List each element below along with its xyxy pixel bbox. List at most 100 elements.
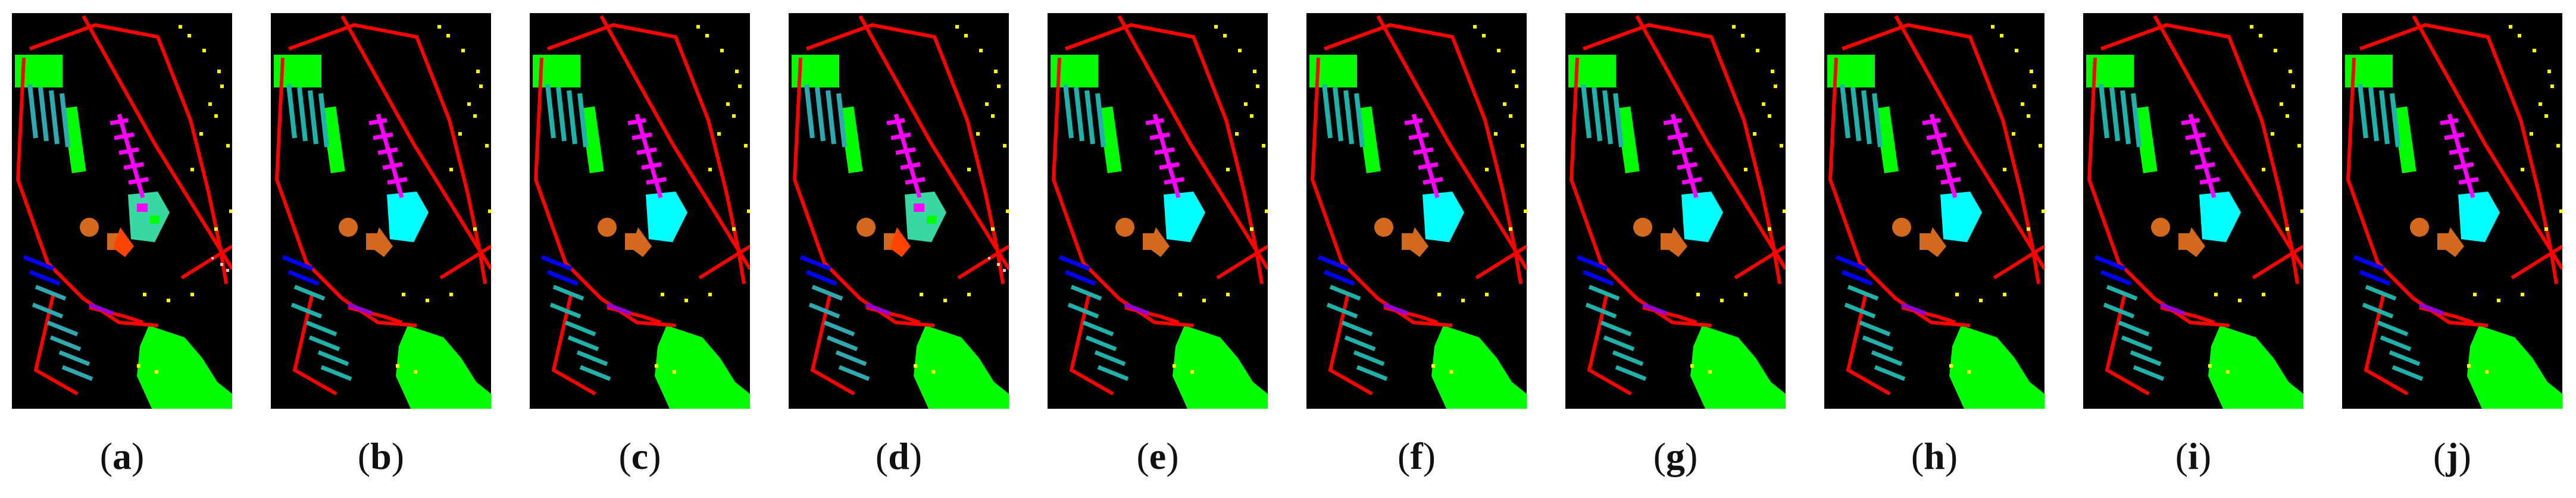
metal-sheets [2181,114,2220,198]
meadows-region [1690,325,1786,409]
metal-sheets [1145,114,1184,198]
trees-and-asphalt [282,84,373,381]
meadows-region [396,325,491,409]
classification-map-b [271,13,491,409]
meadows-strip [1098,106,1122,174]
bare-soil-block [387,192,429,242]
roads [2087,15,2303,396]
classification-map-svg-g [1565,13,1786,409]
shadows-dots [655,25,750,374]
panel-label: f [1410,435,1423,477]
meadows-strip [2134,106,2158,174]
panel-caption-j: (j) [2433,435,2471,477]
classification-map-svg-f [1306,13,1527,409]
gravel-patch [856,218,876,237]
panel-label: i [2188,435,2199,477]
gravel-patch [80,218,99,237]
panel-label: a [112,435,132,477]
roads [792,15,1009,396]
roads [1051,15,1268,396]
metal-sheets [1404,114,1443,198]
panel-label: g [1666,435,1685,477]
meadows-strip [1357,106,1381,174]
panel-label: j [2446,435,2459,477]
panel-label: d [888,435,909,477]
classification-map-f [1306,13,1527,409]
panel-caption-e: (e) [1136,435,1179,477]
panel-caption-c: (c) [618,435,661,477]
gravel-patch [1892,218,1911,237]
meadows-region [137,325,232,409]
meadows-strip [1616,106,1640,174]
classification-map-h [1824,13,2044,409]
trees-and-asphalt [1835,84,1927,381]
shadows-dots [2208,25,2303,374]
panel-caption-f: (f) [1398,435,1436,477]
trees-and-asphalt [23,84,114,381]
gravel-patch [2410,218,2429,237]
shadows-dots [1949,25,2044,374]
classification-map-c [530,13,750,409]
trees-and-asphalt [1317,84,1409,381]
shadows-dots [1173,25,1268,374]
roads [2346,15,2562,396]
roads [274,15,491,396]
meadows-strip [321,106,345,174]
trees-and-asphalt [1576,84,1668,381]
classification-map-svg-h [1824,13,2044,409]
roads [1310,15,1527,396]
panel-label: h [1924,435,1945,477]
meadows-region [1431,325,1527,409]
meadows-region [655,325,750,409]
meadows-strip [2393,106,2416,174]
gravel-patch [2151,218,2170,237]
meadows-strip [1875,106,1899,174]
gravel-patch [1115,218,1134,237]
bare-soil-block [2199,192,2241,242]
shadows-dots [1690,25,1786,374]
trees-and-asphalt [1058,84,1150,381]
roads [15,15,232,396]
gravel-patch [1633,218,1652,237]
classification-map-d [789,13,1009,409]
panel-label: b [370,435,392,477]
classification-map-a [12,13,232,409]
gravel-patch [598,218,617,237]
panel-label: e [1149,435,1167,477]
meadows-strip [580,106,604,174]
panel-caption-b: (b) [357,435,405,477]
classification-map-svg-d [789,13,1009,409]
shadows-dots [914,25,1009,374]
classification-map-i [2083,13,2303,409]
metal-sheets [368,114,408,198]
panel-caption-d: (d) [875,435,923,477]
shadows-dots [396,25,491,374]
panel-caption-g: (g) [1653,435,1698,477]
classification-map-svg-e [1048,13,1268,409]
panel-caption-h: (h) [1911,435,1958,477]
meadows-strip [839,106,863,174]
bare-soil-block [1164,192,1205,242]
panel-label: c [631,435,649,477]
classification-map-svg-c [530,13,750,409]
meadows-region [2208,325,2303,409]
meadows-strip [62,106,86,174]
shadows-dots [1431,25,1527,374]
metal-sheets [886,114,926,198]
metal-sheets [1663,114,1702,198]
metal-sheets [2440,114,2479,198]
bare-soil-block [646,192,687,242]
bare-soil-block [1940,192,1982,242]
metal-sheets [1922,114,1961,198]
bare-soil-block [1423,192,1464,242]
metal-sheets [627,114,667,198]
bare-soil-block [1681,192,1723,242]
meadows-region [914,325,1009,409]
roads [1569,15,1786,396]
classification-map-svg-a [12,13,232,409]
trees-and-asphalt [2094,84,2186,381]
classification-map-svg-b [271,13,491,409]
gravel-patch [339,218,358,237]
panel-caption-i: (i) [2175,435,2212,477]
